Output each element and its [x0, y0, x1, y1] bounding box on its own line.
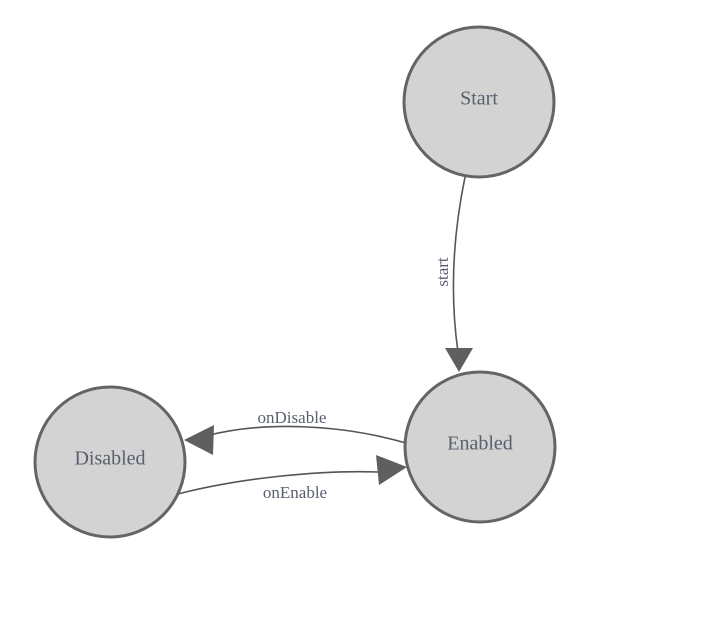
arrowhead-into-enabled-top: [445, 348, 473, 372]
edge-label-onenable: onEnable: [263, 483, 327, 502]
edge-start-to-enabled-path: [452, 176, 466, 353]
node-start-label: Start: [460, 88, 498, 110]
node-start[interactable]: Start: [402, 25, 556, 179]
edge-disabled-to-enabled[interactable]: onEnable: [177, 455, 407, 502]
edge-start-to-enabled[interactable]: start: [433, 176, 473, 372]
edge-disabled-to-enabled-path: [177, 470, 379, 495]
edge-enabled-to-disabled[interactable]: onDisable: [184, 408, 407, 455]
node-disabled-label: Disabled: [74, 448, 145, 470]
edge-enabled-to-disabled-path: [205, 425, 407, 444]
arrowhead-into-disabled: [184, 425, 214, 455]
node-start-circle: [402, 25, 556, 179]
node-enabled-label: Enabled: [447, 433, 513, 455]
node-enabled-circle: [403, 370, 557, 524]
node-disabled-circle: [33, 385, 187, 539]
arrowhead-into-enabled-left: [376, 455, 407, 485]
edge-label-start: start: [433, 257, 452, 287]
node-disabled[interactable]: Disabled: [33, 385, 187, 539]
edge-label-ondisable: onDisable: [258, 408, 327, 427]
node-enabled[interactable]: Enabled: [403, 370, 557, 524]
